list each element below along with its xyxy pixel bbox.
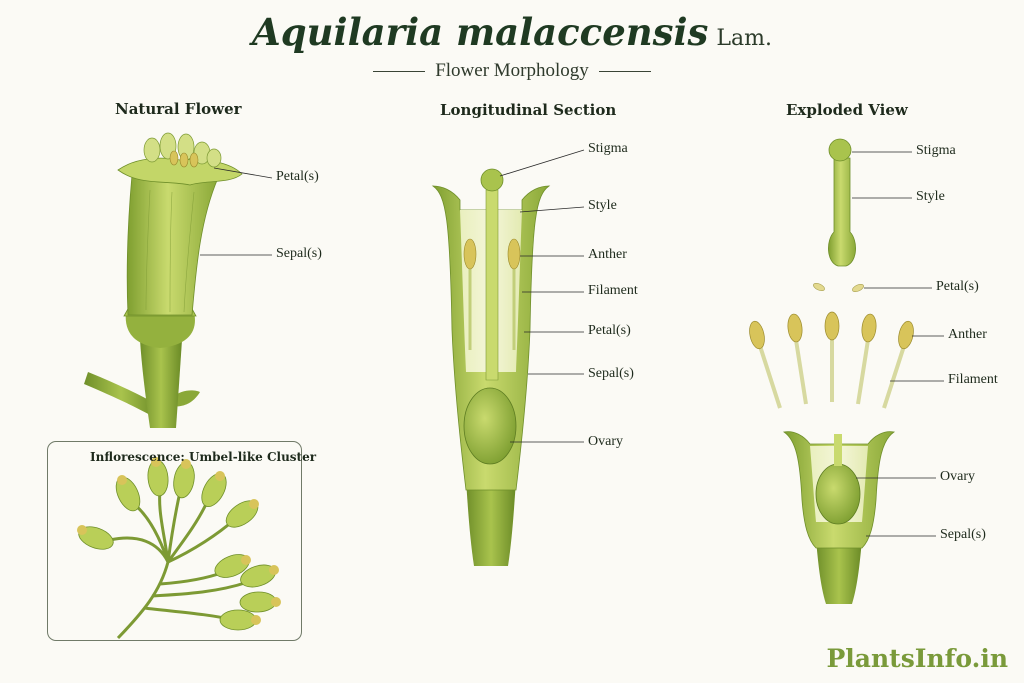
exploded-filaments [758,338,906,409]
subtitle-rule-right [598,71,651,73]
exploded-ovary-neck [834,434,842,466]
inflorescence-flower-tips [77,457,281,625]
natural-flower-veins [145,189,195,313]
subtitle-text: Flower Morphology [435,60,589,81]
label-section-stigma: Stigma [588,141,628,156]
section-leaders [499,149,585,443]
label-natural-petal: Petal(s) [276,169,319,184]
brand-watermark: PlantsInfo.in [826,644,1008,673]
exploded-cup-stalk [816,540,862,604]
section-stalk [466,480,516,566]
label-exploded-style: Style [916,189,945,204]
exploded-petals [813,282,864,293]
heading-exploded-view: Exploded View [786,101,908,119]
subtitle-rule-left [373,71,426,73]
exploded-illustration [749,138,914,604]
species-author: Lam. [716,26,772,51]
exploded-style [828,157,856,267]
natural-flower-pedicel [140,340,182,428]
label-section-sepal: Sepal(s) [588,366,634,381]
heading-natural-flower: Natural Flower [115,100,242,118]
section-anthers [463,238,521,270]
natural-flower-anthers [169,150,199,168]
natural-flower-tube [126,174,219,316]
page-subtitle: Flower Morphology [0,60,1024,82]
species-name: Aquilaria malaccensis [252,10,709,54]
heading-longitudinal-section: Longitudinal Section [440,101,617,119]
inflorescence-illustration [77,457,281,640]
page-title: Aquilaria malaccensis Lam. [0,10,1024,54]
inflorescence-inset: Inflorescence: Umbel-like Cluster [47,441,316,641]
exploded-leaders [852,151,944,537]
natural-flower-leaf-bud [172,390,200,407]
label-section-filament: Filament [588,283,638,298]
label-exploded-anther: Anther [948,327,987,342]
exploded-stamens [749,311,914,409]
natural-flower-calyx-base [125,312,195,348]
section-style [485,189,499,381]
natural-flower-branch [84,372,158,416]
natural-flower-leaders [200,167,273,256]
exploded-stigma [828,138,852,162]
label-exploded-ovary: Ovary [940,469,975,484]
label-exploded-sepal: Sepal(s) [940,527,986,542]
label-section-style: Style [588,198,617,213]
label-section-petal: Petal(s) [588,323,631,338]
section-ovary [463,387,517,465]
inflorescence-flowers [78,459,277,631]
label-exploded-stigma: Stigma [916,143,956,158]
section-illustration [431,168,551,566]
label-exploded-petal: Petal(s) [936,279,979,294]
label-section-anther: Anther [588,247,627,262]
inflorescence-title: Inflorescence: Umbel-like Cluster [90,450,317,464]
exploded-anthers [749,311,914,350]
label-exploded-filament: Filament [948,372,998,387]
section-stigma [480,168,504,192]
leader-section-stigma [499,149,585,177]
natural-flower-illustration [84,132,243,428]
leader-natural-petal [213,167,273,179]
label-natural-sepal: Sepal(s) [276,246,322,261]
label-section-ovary: Ovary [588,434,623,449]
exploded-ovary [815,463,861,525]
leader-section-style [519,206,585,213]
section-filaments [468,268,516,350]
